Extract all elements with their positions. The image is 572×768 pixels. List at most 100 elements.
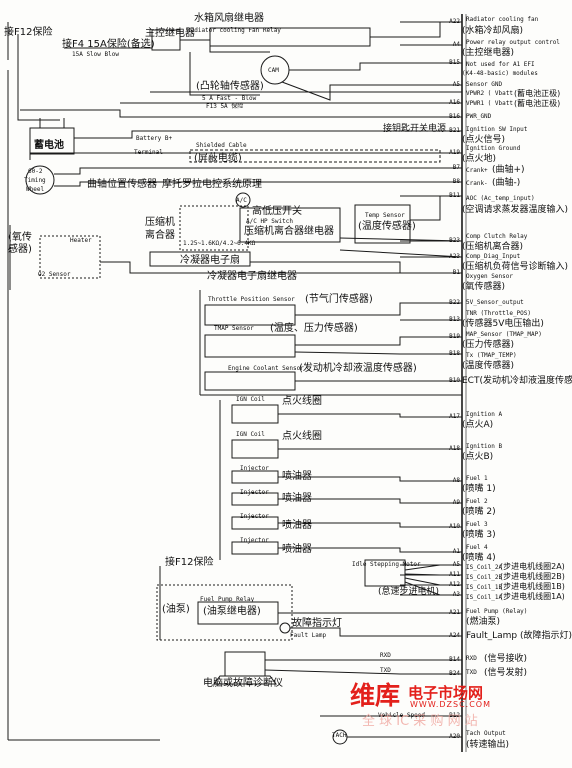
tps-cn-label: (节气门传感器) [305, 294, 373, 305]
tps-en-label: Throttle Position Sensor [208, 296, 295, 303]
pin-a12: A12 [449, 581, 460, 588]
pin-b13: B13 [449, 316, 460, 323]
condenser-relay-label: 冷凝器电子扇继电器 [207, 271, 297, 282]
o2-cn-label-2: 感器) [8, 244, 32, 255]
pwr-gnd-wire [20, 109, 462, 118]
pwr-relay-out-cn: (主控继电器) [462, 48, 515, 58]
injector-3-en-label: Injector [240, 513, 269, 520]
cam-label: CAM [268, 67, 279, 74]
injector-3-cn-label: 喷油器 [282, 520, 312, 531]
fuel2-cn: (喷嘴 2) [462, 507, 496, 517]
is-coil-1a: IS_Coil_1A [466, 594, 503, 601]
battery-label: 蓄电池 [34, 140, 64, 151]
pin-a16: A16 [449, 99, 460, 106]
fuel4-en: Fuel 4 [466, 544, 488, 551]
temp-sensor-box [354, 204, 411, 244]
pin-b24: B24 [449, 670, 460, 677]
crank-sensor-label: 曲轴位置传感器 [87, 179, 157, 190]
txd-en: TXD [466, 669, 477, 676]
fan-relay-to-a22 [370, 21, 462, 38]
map-en: MAP_Sensor (TMAP_MAP) [466, 331, 542, 338]
injector-wire-2 [278, 498, 462, 504]
ign-switch-power-label: 接钥匙开关电源 [383, 124, 447, 134]
pin-a18: A18 [449, 445, 460, 452]
ect-box [204, 371, 296, 391]
f13-fuse-wire [189, 52, 260, 96]
pin-a11: A11 [449, 571, 460, 578]
ign-gnd-wire [29, 152, 462, 160]
ign-coil-a-en-label: IGN Coil [236, 396, 265, 403]
shielded-cable [189, 149, 441, 163]
tmap-map-wire [295, 336, 462, 346]
wheel-label-1: 60-2 [28, 168, 43, 175]
ign-coil-a-box [231, 404, 279, 424]
pin-b16: B16 [449, 113, 460, 120]
pin-b22: B22 [449, 299, 460, 306]
tmap-temp-wire [294, 351, 462, 355]
is-coil-2a-cn: (步进电机线圈2A) [500, 562, 565, 571]
o2-signal-wire [100, 261, 462, 274]
battery-en-label: Battery B+ [136, 135, 173, 142]
o2-cn-label-1: (氧传 [8, 232, 32, 243]
crank-minus-cn: (曲轴-) [492, 178, 521, 188]
fuel-pump-out-en: Fuel Pump (Relay) [466, 608, 528, 615]
ign-coil-b-box [231, 439, 279, 459]
injector-1-en-label: Injector [240, 465, 269, 472]
fuel3-cn: (喷嘴 3) [462, 530, 496, 540]
idle-coil-wire-0 [404, 564, 462, 571]
comp-clutch-en: Comp Clutch Relay [466, 233, 528, 240]
idle-motor-box [364, 559, 406, 587]
fault-lamp-en-label: Fault Lamp [290, 632, 327, 639]
shielded-en-label: Shielded Cable [196, 142, 247, 149]
ac-clutch-relay-label: 压缩机离合器继电器 [244, 226, 334, 237]
ac-clutch-group [179, 205, 249, 251]
f4-fuse-en-label: 15A Slow Blow [72, 51, 119, 58]
fuel4-cn: (喷嘴 4) [462, 553, 496, 563]
comp-diag-en: Comp_Diag_Input [466, 253, 521, 260]
pin-a4: A4 [452, 41, 460, 48]
injector-2-cn-label: 喷油器 [282, 493, 312, 504]
tx-en: Tx (TMAP_TEMP) [466, 352, 517, 359]
ign-b-cn: (点火B) [462, 452, 494, 462]
efi-note-1: Not used for A1 EFI [466, 61, 535, 68]
ac-switch-circle [235, 192, 251, 208]
fuel3-en: Fuel 3 [466, 521, 488, 528]
tach-out-cn: (转速输出) [466, 740, 510, 750]
idle-coil-wire-3 [404, 581, 462, 596]
fault-lamp-wire [290, 627, 462, 637]
pwr-relay-out-en: Power relay output control [466, 39, 560, 46]
ect-en-label: Engine Coolant Sensor [228, 365, 304, 372]
sensor-gnd-label: Sensor GND [466, 81, 503, 88]
fuel-pump-label: (油泵) [162, 604, 190, 615]
fan-out-cn: (水箱冷却风扇) [462, 26, 524, 36]
pin-a20: A20 [449, 733, 460, 740]
is-coil-1b-cn: (步进电机线圈1B) [500, 582, 565, 591]
pin-a9: A9 [452, 499, 460, 506]
laptop-screen [224, 651, 266, 677]
crank-plus-cn: (曲轴+) [492, 165, 525, 175]
ac-values-label: 1.25~1.6KΩ/4.2~6.4KΩ [183, 240, 256, 247]
tnr-cn: (传感器5V电压输出) [462, 319, 544, 329]
heater-label: Heater [70, 237, 92, 244]
pin-a22: A22 [449, 18, 460, 25]
crank-plus-wire [54, 167, 462, 175]
comp-clutch-cn: (压缩机离合器) [462, 242, 524, 252]
moto-note-label: 摩托罗拉电控系统原理 [162, 179, 262, 190]
vpwr1-en: VPWR1 ( Vbatt ) [466, 100, 521, 107]
fuel-pump-relay-cn-label: (油泵继电器) [203, 606, 261, 617]
injector-2-en-label: Injector [240, 489, 269, 496]
pin-a3: A3 [452, 591, 460, 598]
ign-sw-input-en: Ignition SW Input [466, 126, 528, 133]
battery-box [29, 127, 75, 155]
fuse-5a-label: 5 A Fast - Blow [202, 95, 257, 102]
cam-sensor-label: (凸轮轴传感器) [196, 81, 264, 92]
pin-b14: B14 [449, 656, 460, 663]
compressor-label: 压缩机 [145, 217, 175, 228]
shielded-cn-label: (屏蔽电缆) [194, 153, 242, 164]
injector-4-en-label: Injector [240, 537, 269, 544]
idle-coil-wire-2 [404, 577, 462, 586]
tmap-cn-label: (温度、压力传感器) [270, 323, 358, 334]
idle-coil-wire-1 [404, 573, 462, 576]
f12-fuse-label: 接F12保险 [4, 27, 53, 38]
pin-b10: B10 [449, 377, 460, 384]
